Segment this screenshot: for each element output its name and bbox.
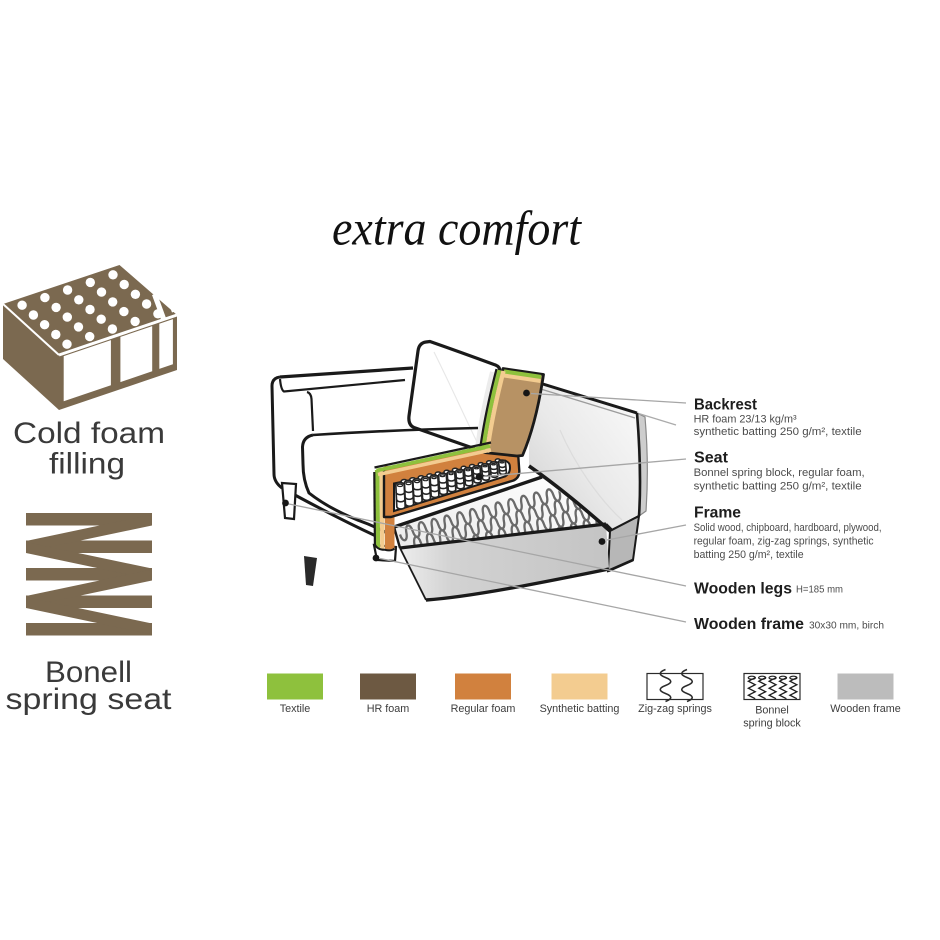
svg-text:Wooden frame: Wooden frame — [830, 703, 901, 715]
svg-text:Bonnel spring block, regular f: Bonnel spring block, regular foam, — [694, 467, 865, 479]
svg-text:Zig-zag springs: Zig-zag springs — [638, 703, 712, 715]
svg-text:filling: filling — [49, 448, 125, 481]
svg-text:Wooden legs: Wooden legs — [694, 581, 792, 598]
svg-text:synthetic batting 250 g/m², te: synthetic batting 250 g/m², textile — [694, 426, 862, 438]
svg-text:regular foam, zig-zag springs,: regular foam, zig-zag springs, synthetic — [694, 535, 874, 547]
svg-text:30x30 mm, birch: 30x30 mm, birch — [809, 621, 884, 632]
svg-text:Regular foam: Regular foam — [451, 703, 516, 715]
svg-text:Backrest: Backrest — [694, 397, 757, 414]
svg-text:batting 250 g/m², textile: batting 250 g/m², textile — [694, 549, 804, 561]
svg-text:Cold foam: Cold foam — [13, 417, 165, 450]
svg-text:Synthetic batting: Synthetic batting — [540, 703, 620, 715]
svg-text:Solid wood, chipboard, hardboa: Solid wood, chipboard, hardboard, plywoo… — [694, 522, 882, 534]
svg-text:Seat: Seat — [694, 449, 728, 466]
svg-text:Frame: Frame — [694, 505, 741, 522]
svg-text:Textile: Textile — [280, 703, 311, 715]
svg-text:spring block: spring block — [743, 718, 801, 730]
svg-text:HR foam: HR foam — [367, 703, 410, 715]
svg-text:extra comfort: extra comfort — [332, 201, 582, 256]
svg-text:Bonnel: Bonnel — [755, 705, 789, 717]
svg-text:Wooden frame: Wooden frame — [694, 616, 804, 633]
svg-text:Bonell: Bonell — [45, 656, 132, 689]
svg-text:spring seat: spring seat — [6, 683, 172, 716]
svg-text:HR foam 23/13 kg/m³: HR foam 23/13 kg/m³ — [694, 414, 797, 426]
svg-text:H=185 mm: H=185 mm — [796, 585, 843, 596]
svg-text:synthetic batting 250 g/m², te: synthetic batting 250 g/m², textile — [694, 480, 862, 492]
